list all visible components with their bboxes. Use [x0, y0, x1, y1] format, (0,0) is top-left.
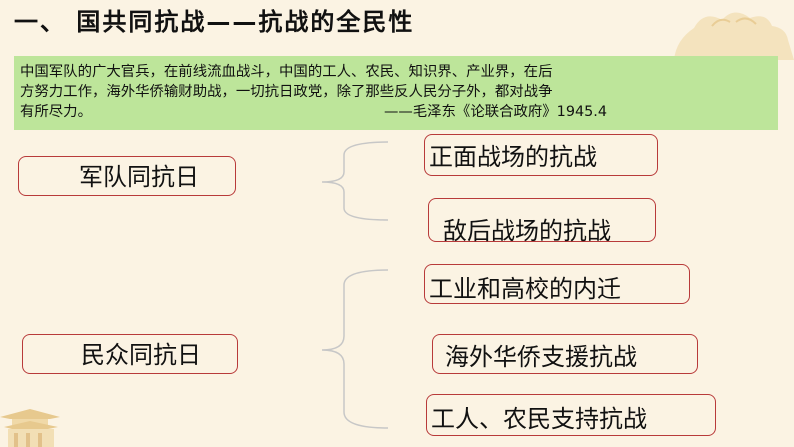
- item-box: 海外华侨支援抗战: [432, 334, 698, 374]
- brace-top: [321, 141, 389, 221]
- item-relocation: 工业和高校的内迁: [429, 275, 621, 303]
- army-label-box: 军队同抗日: [18, 156, 236, 196]
- item-box: 敌后战场的抗战: [428, 198, 656, 245]
- people-label-box: 民众同抗日: [22, 334, 238, 374]
- cloud-decoration-icon: [674, 12, 794, 60]
- page-title: 一、 国共同抗战——抗战的全民性: [14, 8, 415, 36]
- people-label: 民众同抗日: [81, 341, 201, 369]
- item-frontline: 正面战场的抗战: [429, 143, 597, 171]
- item-box: 正面战场的抗战: [424, 134, 658, 176]
- item-box: 工业和高校的内迁: [424, 264, 690, 304]
- item-box: 工人、农民支持抗战: [426, 394, 716, 436]
- item-overseas-chinese: 海外华侨支援抗战: [445, 343, 637, 371]
- quote-box: 中国军队的广大官兵，在前线流血战斗，中国的工人、农民、知识界、产业界，在后 方努…: [14, 56, 778, 130]
- item-workers-farmers: 工人、农民支持抗战: [431, 405, 647, 433]
- palace-decoration-icon: [0, 409, 60, 447]
- quote-source: ——毛泽东《论联合政府》1945.4: [383, 104, 608, 120]
- item-rear-battlefield: 敌后战场的抗战: [443, 217, 611, 245]
- quote-line-2: 方努力工作，海外华侨输财助战，一切抗日政党，除了那些反人民分子外，都对战争: [20, 84, 553, 100]
- brace-bottom: [321, 269, 389, 429]
- quote-line-3: 有所尽力。 ——毛泽东《论联合政府》1945.4: [20, 102, 778, 122]
- quote-line-1: 中国军队的广大官兵，在前线流血战斗，中国的工人、农民、知识界、产业界，在后: [20, 64, 553, 80]
- quote-line-3-text: 有所尽力。: [20, 104, 92, 120]
- army-label: 军队同抗日: [79, 163, 199, 191]
